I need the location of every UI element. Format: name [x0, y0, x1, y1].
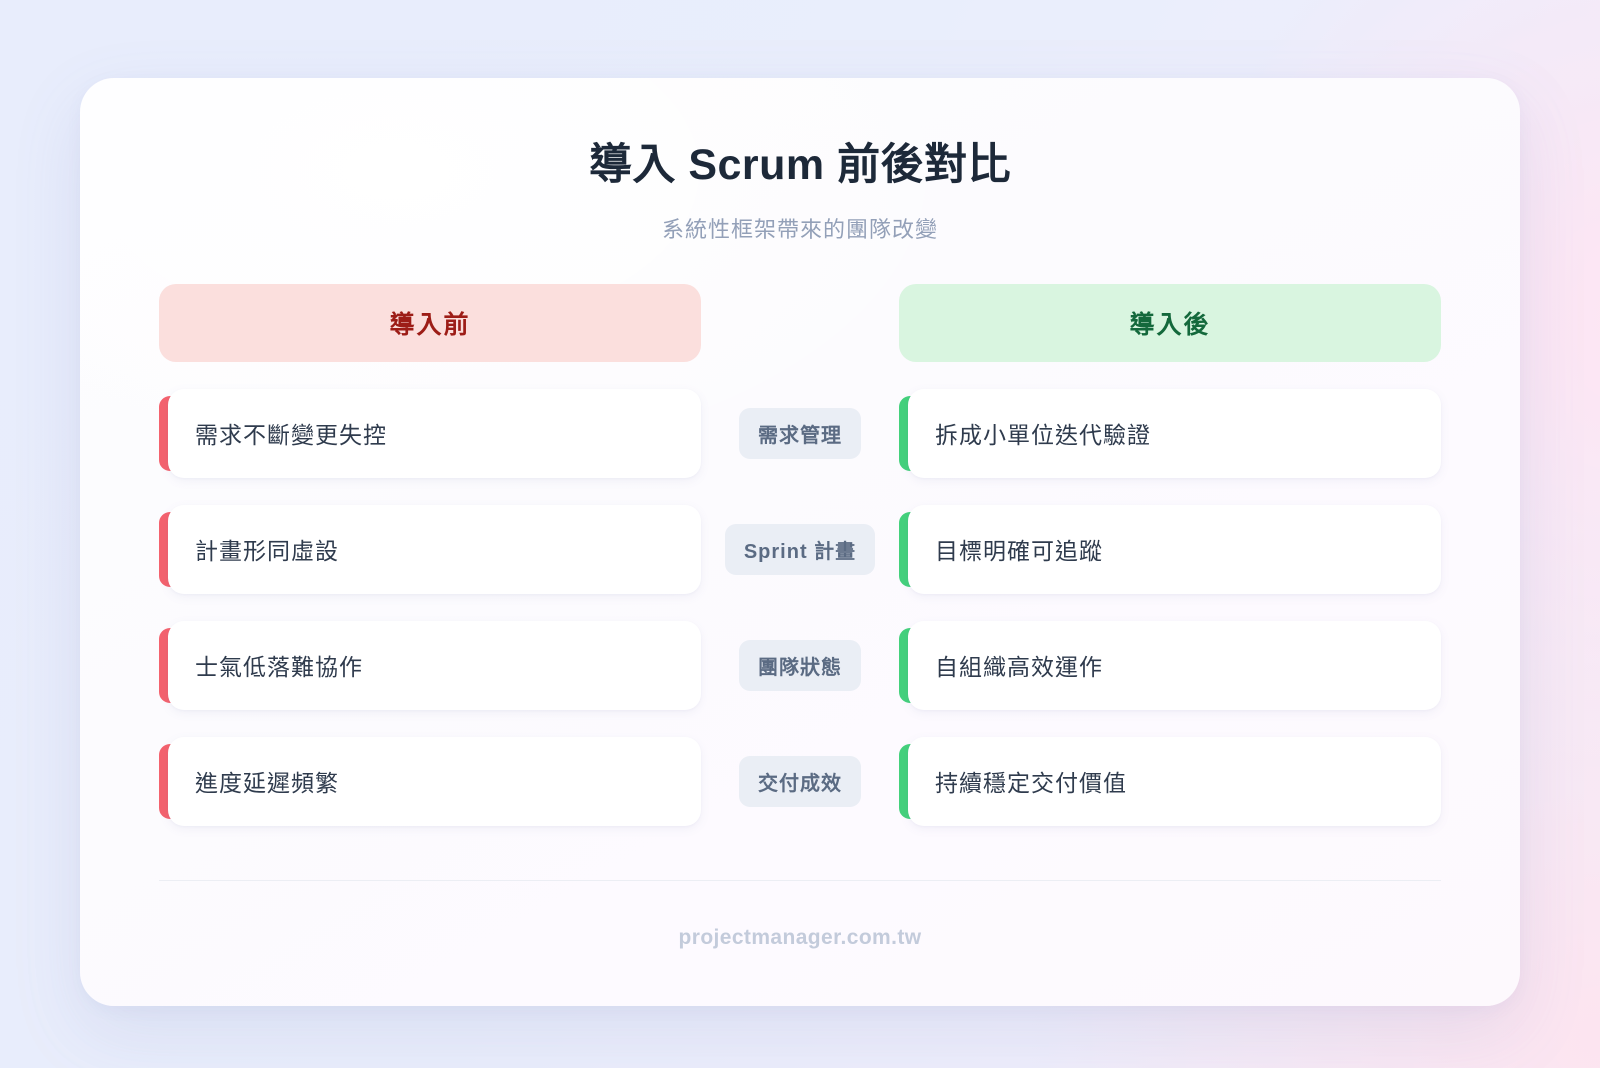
category-cell: Sprint 計畫: [701, 505, 899, 594]
before-item[interactable]: 需求不斷變更失控: [159, 388, 701, 478]
after-cell: 自組織高效運作: [899, 620, 1441, 710]
column-header-after: 導入後: [899, 283, 1441, 362]
category-chip-slot: 團隊狀態: [701, 621, 899, 710]
after-item-body: 自組織高效運作: [908, 620, 1441, 710]
after-item-text: 拆成小單位迭代驗證: [935, 422, 1151, 449]
comparison-card: 導入 Scrum 前後對比 系統性框架帶來的團隊改變 導入前 導入後 需求不斷變…: [80, 78, 1520, 1006]
after-cell: 目標明確可追蹤: [899, 504, 1441, 594]
category-chip-slot: Sprint 計畫: [701, 505, 899, 594]
category-chip: Sprint 計畫: [724, 523, 876, 575]
after-item[interactable]: 目標明確可追蹤: [899, 504, 1441, 594]
before-item-text: 進度延遲頻繁: [195, 770, 339, 797]
before-item-body: 進度延遲頻繁: [168, 736, 701, 826]
category-chip: 需求管理: [739, 407, 861, 459]
before-item-text: 計畫形同虛設: [195, 538, 339, 565]
after-item-text: 持續穩定交付價值: [935, 770, 1127, 797]
before-cell: 需求不斷變更失控: [159, 388, 701, 478]
before-item[interactable]: 士氣低落難協作: [159, 620, 701, 710]
category-cell: 需求管理: [701, 389, 899, 478]
category-cell: 團隊狀態: [701, 621, 899, 710]
category-chip-slot: 需求管理: [701, 389, 899, 478]
after-item-body: 目標明確可追蹤: [908, 504, 1441, 594]
category-chip-slot: 交付成效: [701, 737, 899, 826]
card-header: 導入 Scrum 前後對比 系統性框架帶來的團隊改變: [80, 78, 1520, 244]
after-item[interactable]: 自組織高效運作: [899, 620, 1441, 710]
category-chip: 團隊狀態: [739, 639, 861, 691]
after-item-text: 自組織高效運作: [935, 654, 1103, 681]
column-header-before: 導入前: [159, 283, 701, 362]
before-item[interactable]: 計畫形同虛設: [159, 504, 701, 594]
category-cell: 交付成效: [701, 737, 899, 826]
before-item-body: 計畫形同虛設: [168, 504, 701, 594]
comparison-grid: 導入前 導入後 需求不斷變更失控 需求管理 拆成小單位迭代驗證: [159, 283, 1441, 826]
before-item-body: 士氣低落難協作: [168, 620, 701, 710]
before-item-text: 士氣低落難協作: [195, 654, 363, 681]
before-cell: 計畫形同虛設: [159, 504, 701, 594]
after-item[interactable]: 持續穩定交付價值: [899, 736, 1441, 826]
after-item-text: 目標明確可追蹤: [935, 538, 1103, 565]
after-item-body: 持續穩定交付價值: [908, 736, 1441, 826]
after-item[interactable]: 拆成小單位迭代驗證: [899, 388, 1441, 478]
before-item-body: 需求不斷變更失控: [168, 388, 701, 478]
after-cell: 拆成小單位迭代驗證: [899, 388, 1441, 478]
after-item-body: 拆成小單位迭代驗證: [908, 388, 1441, 478]
category-chip: 交付成效: [739, 755, 861, 807]
page-subtitle: 系統性框架帶來的團隊改變: [661, 216, 938, 242]
footer-attribution: projectmanager.com.tw: [678, 925, 922, 949]
before-cell: 進度延遲頻繁: [159, 736, 701, 826]
before-item[interactable]: 進度延遲頻繁: [159, 736, 701, 826]
footer-divider: [159, 879, 1441, 881]
page-title: 導入 Scrum 前後對比: [588, 141, 1012, 189]
column-header-spacer: [701, 284, 899, 362]
before-cell: 士氣低落難協作: [159, 620, 701, 710]
after-cell: 持續穩定交付價值: [899, 736, 1441, 826]
before-item-text: 需求不斷變更失控: [195, 422, 387, 449]
